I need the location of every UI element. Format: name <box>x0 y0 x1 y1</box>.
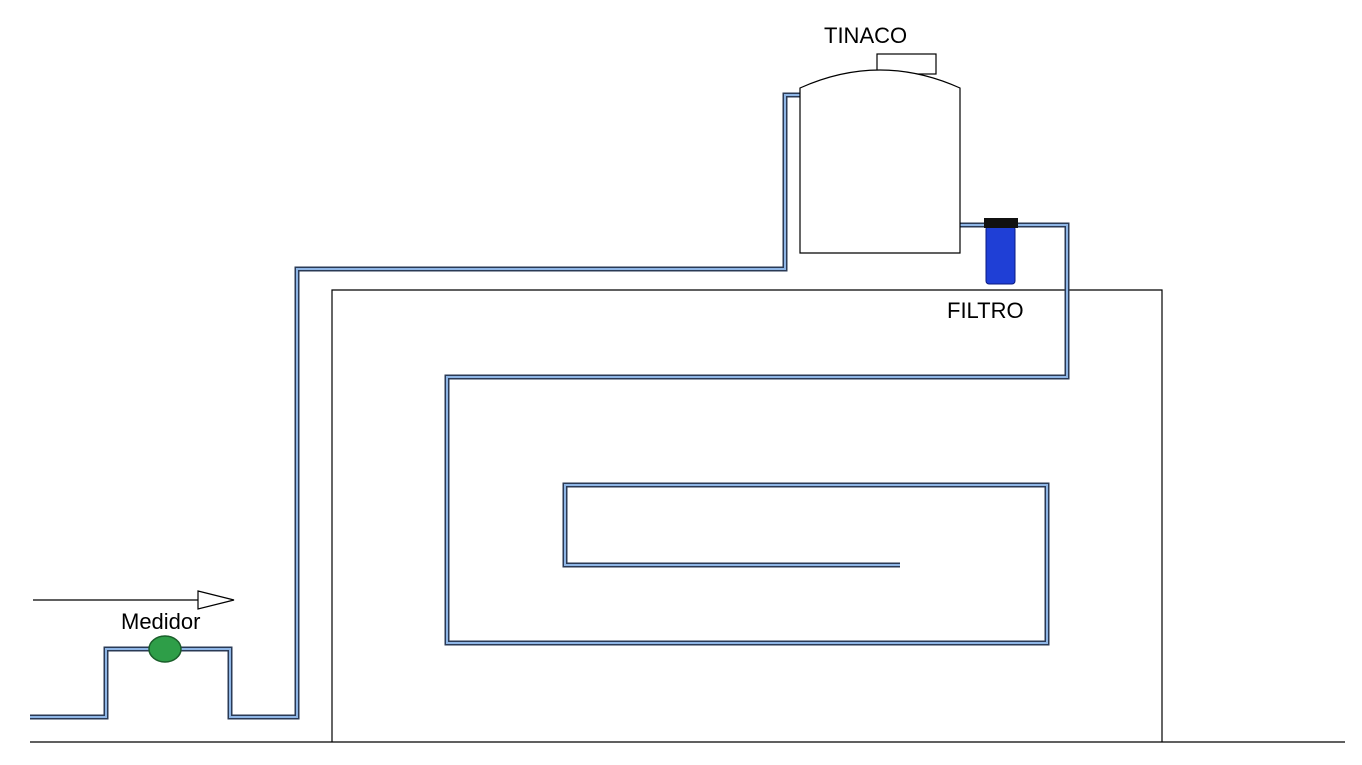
water-filter-icon <box>984 218 1018 285</box>
filter-label: FILTRO <box>947 298 1024 323</box>
distribution-pipe <box>444 222 1070 646</box>
flow-arrow-icon <box>33 590 235 610</box>
water-meter-icon <box>148 635 182 663</box>
supply-pipe <box>30 92 800 720</box>
house-outline <box>331 289 1163 742</box>
meter-label: Medidor <box>121 609 200 634</box>
water-tank-icon <box>799 53 961 254</box>
tank-label: TINACO <box>824 23 907 48</box>
